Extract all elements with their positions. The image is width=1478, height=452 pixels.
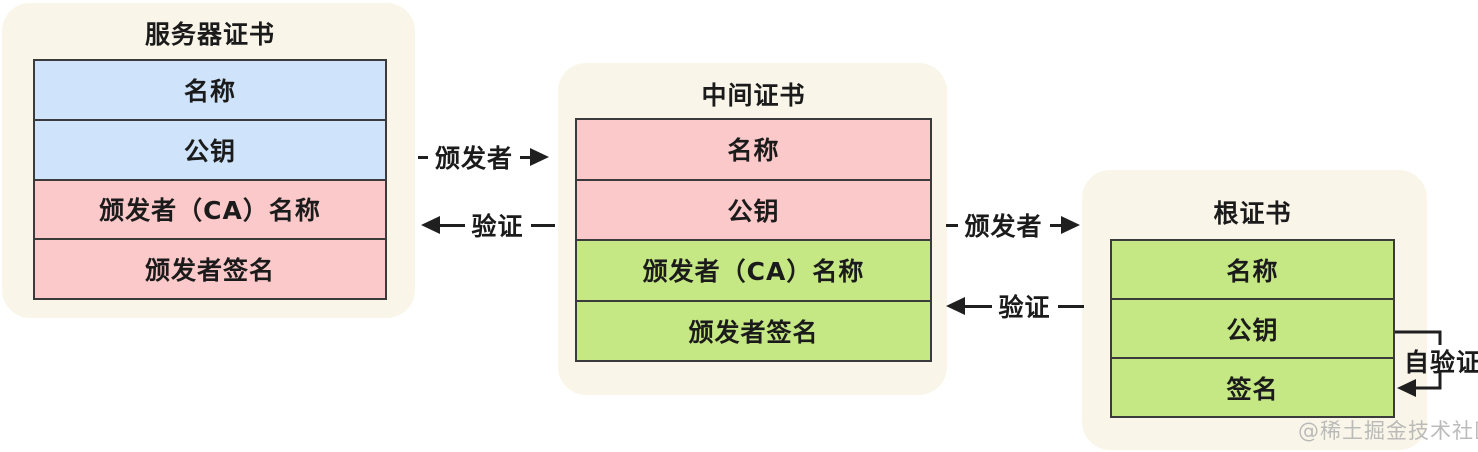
issuer-arrow-server-to-intermediate: 颁发者	[418, 142, 550, 173]
cert-row-public-key: 公钥	[577, 178, 930, 239]
verify-arrow-label: 验证	[471, 212, 524, 241]
cert-row-label: 公钥	[1226, 315, 1279, 345]
arrow-right-icon	[1061, 216, 1081, 234]
arrow-left-icon	[421, 216, 440, 234]
cert-row-label: 颁发者（CA）名称	[642, 257, 865, 287]
cert-row-label: 公钥	[727, 196, 780, 226]
server-cert-table: 名称 公钥 颁发者（CA）名称 颁发者签名	[33, 59, 387, 300]
cert-row-label: 颁发者签名	[688, 317, 819, 347]
arrow-line	[530, 223, 556, 227]
root-cert-card: 根证书 名称 公钥 签名	[1082, 170, 1427, 450]
verify-arrow-intermediate-to-server: 验证	[421, 210, 556, 241]
cert-row-label: 名称	[1226, 256, 1279, 286]
self-verify-label: 自验证	[1404, 348, 1478, 377]
server-cert-card: 服务器证书 名称 公钥 颁发者（CA）名称 颁发者签名	[2, 3, 415, 318]
cert-row-issuer-signature: 颁发者签名	[35, 238, 385, 298]
cert-row-issuer-name: 颁发者（CA）名称	[35, 178, 385, 239]
arrow-line	[946, 223, 958, 227]
cert-row-signature: 签名	[1112, 357, 1393, 416]
root-cert-table: 名称 公钥 签名	[1110, 239, 1395, 418]
server-cert-title: 服务器证书	[144, 20, 275, 49]
intermediate-cert-card: 中间证书 名称 公钥 颁发者（CA）名称 颁发者签名	[558, 63, 947, 395]
cert-row-label: 签名	[1226, 374, 1279, 404]
cert-row-label: 颁发者（CA）名称	[99, 196, 321, 226]
root-cert-title: 根证书	[1213, 199, 1292, 228]
issuer-arrow-label: 颁发者	[964, 212, 1043, 241]
arrow-line	[440, 223, 465, 227]
cert-row-name: 名称	[35, 61, 385, 119]
cert-row-public-key: 公钥	[1112, 298, 1393, 357]
cert-row-issuer-name: 颁发者（CA）名称	[577, 239, 930, 300]
arrow-line	[520, 155, 531, 159]
arrow-line	[965, 304, 992, 308]
arrow-line	[1057, 304, 1085, 308]
self-verify-loop-icon	[1395, 330, 1442, 397]
cert-row-public-key: 公钥	[35, 118, 385, 179]
arrow-line	[1049, 223, 1062, 227]
intermediate-cert-table: 名称 公钥 颁发者（CA）名称 颁发者签名	[575, 118, 932, 362]
cert-row-name: 名称	[577, 120, 930, 179]
cert-row-label: 颁发者签名	[144, 256, 275, 286]
arrow-line	[418, 155, 428, 159]
intermediate-cert-title: 中间证书	[701, 81, 806, 110]
arrow-left-icon	[946, 297, 965, 315]
verify-arrow-label: 验证	[998, 293, 1051, 322]
cert-row-issuer-signature: 颁发者签名	[577, 299, 930, 360]
issuer-arrow-intermediate-to-root: 颁发者	[946, 210, 1081, 241]
issuer-arrow-label: 颁发者	[435, 144, 514, 173]
cert-row-label: 公钥	[183, 136, 236, 166]
cert-row-label: 名称	[727, 136, 780, 166]
cert-row-name: 名称	[1112, 241, 1393, 298]
watermark: @稀土掘金技术社区	[1298, 419, 1478, 443]
cert-row-label: 名称	[183, 76, 236, 106]
arrow-right-icon	[530, 148, 550, 166]
verify-arrow-root-to-intermediate: 验证	[946, 291, 1085, 322]
